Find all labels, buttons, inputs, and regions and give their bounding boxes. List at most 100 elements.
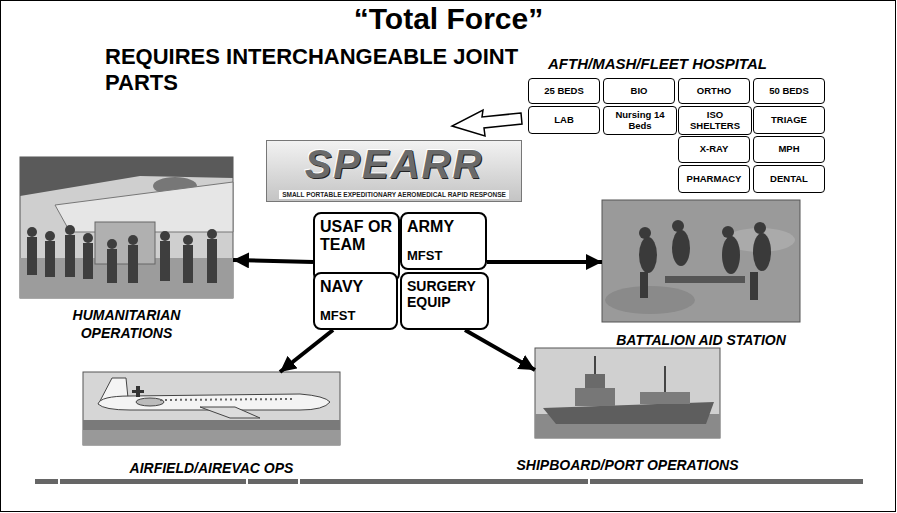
soldier-head: [754, 222, 766, 234]
node-text: NAVY: [320, 278, 363, 296]
node-text: 25 BEDS: [544, 86, 584, 96]
battalion-photo: [602, 200, 800, 322]
person-body: [183, 245, 193, 283]
node-text: ARMY: [407, 218, 454, 236]
person-head: [107, 239, 117, 249]
ship-bridge: [585, 374, 605, 388]
node-text: SPEARR: [305, 143, 484, 185]
rule-tick: [588, 479, 590, 484]
unit-box: 25 BEDS: [528, 78, 600, 104]
humanitarian-photo: [20, 157, 233, 298]
soldier-leg: [750, 272, 758, 300]
unit-box: Nursing 14 Beds: [603, 106, 677, 135]
person-body: [207, 239, 217, 283]
unit-box: PHARMACY: [678, 165, 750, 193]
cargo-pallet: [95, 222, 155, 264]
photo-frame: [535, 348, 720, 438]
person-head: [207, 229, 217, 239]
person-body: [83, 243, 93, 279]
node-text: ISO SHELTERS: [682, 110, 748, 131]
node-text: MFST: [320, 309, 355, 324]
person-head: [83, 233, 93, 243]
soldier-body: [753, 233, 771, 271]
photo-caption: HUMANITARIAN OPERATIONS: [42, 306, 212, 342]
node-text: DENTAL: [770, 174, 808, 184]
person-head: [128, 235, 138, 245]
person-head: [45, 231, 55, 241]
unit-box: 50 BEDS: [753, 78, 825, 104]
soldiers: [639, 220, 771, 300]
photo-caption: SHIPBOARD/PORT OPERATIONS: [517, 456, 739, 474]
photo-panel: HUMANITARIAN OPERATIONS: [20, 157, 233, 298]
soldier-body: [672, 230, 690, 266]
stretcher: [665, 276, 745, 283]
photo-panel: BATTALION AID STATION: [602, 200, 800, 322]
arrow-connector: [487, 260, 602, 264]
node-text: MFST: [407, 249, 442, 264]
tree-line: [83, 420, 340, 430]
node-text: Nursing 14 Beds: [607, 110, 673, 131]
person-body: [160, 241, 170, 281]
photo-frame: [20, 157, 233, 298]
photo-caption: BATTALION AID STATION: [616, 331, 786, 349]
label-text: REQUIRES INTERCHANGEABLE JOINT PARTS: [105, 44, 525, 97]
soldier-body: [722, 236, 740, 274]
arrow-connector: [280, 330, 333, 372]
node-text: BIO: [631, 86, 648, 96]
unit-box: MPH: [753, 136, 825, 163]
ship-hull: [543, 402, 714, 424]
ship-mast: [594, 356, 596, 374]
ship-photo: [535, 348, 720, 438]
node-text: ORTHO: [697, 86, 731, 96]
soldier-body: [639, 237, 657, 273]
person-body: [27, 237, 37, 275]
title-text: “Total Force”: [0, 1, 897, 37]
aircraft-windows: [160, 399, 295, 400]
arrow-connector: [465, 330, 535, 370]
logo-box: SPEARRSMALL PORTABLE EXPEDITIONARY AEROM…: [266, 140, 522, 202]
hollow-arrow: [452, 110, 522, 136]
node-text: PHARMACY: [687, 174, 742, 184]
photo-caption: AIRFIELD/AIREVAC OPS: [130, 459, 294, 477]
rule-tick: [246, 479, 248, 484]
person-body: [128, 245, 138, 283]
person-body: [107, 249, 117, 283]
ground: [83, 430, 340, 445]
node-text: 50 BEDS: [769, 86, 809, 96]
node-text: X-RAY: [700, 144, 729, 154]
node-text: TRIAGE: [771, 115, 807, 125]
node-text: MPH: [778, 144, 799, 154]
photo-panel: AIRFIELD/AIREVAC OPS: [83, 372, 340, 445]
unit-box: BIO: [603, 78, 675, 104]
service-box: ARMY MFST: [400, 212, 487, 270]
unit-box: LAB: [528, 106, 600, 134]
ship-deckhouse: [640, 392, 690, 404]
aircraft-wing: [200, 407, 260, 418]
unit-box: DENTAL: [753, 165, 825, 193]
airfield-photo: [83, 372, 340, 445]
service-box: SURGERY EQUIP: [400, 272, 489, 330]
red-cross: [136, 386, 140, 397]
ship-superstructure: [575, 388, 615, 406]
person-body: [65, 235, 75, 277]
rule-tick: [58, 479, 60, 484]
rule-tick: [298, 479, 300, 484]
ship-mast: [664, 366, 666, 392]
unit-box: ORTHO: [678, 78, 750, 104]
soldier-leg: [640, 272, 648, 298]
person-head: [27, 227, 37, 237]
unit-box: ISO SHELTERS: [678, 106, 752, 135]
node-text: SURGERY EQUIP: [407, 278, 482, 310]
photo-frame: [83, 372, 340, 445]
photo-frame: [602, 200, 800, 322]
crowd: [27, 225, 217, 283]
node-text: LAB: [554, 115, 574, 125]
person-head: [183, 235, 193, 245]
person-body: [45, 241, 55, 277]
person-head: [65, 225, 75, 235]
photo-panel: SHIPBOARD/PORT OPERATIONS: [535, 348, 720, 438]
grass-patch: [605, 286, 695, 314]
